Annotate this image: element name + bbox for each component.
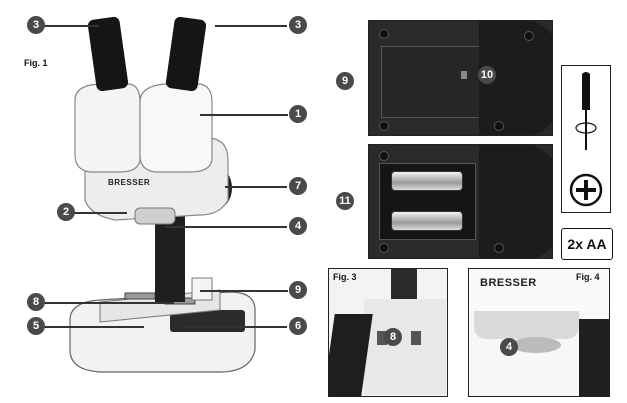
battery-icon [391, 211, 463, 231]
screw-icon [379, 29, 389, 39]
battery-compartment-photo [368, 144, 553, 259]
pillar [579, 319, 609, 396]
lamp-housing [474, 311, 579, 339]
leader-line [72, 212, 127, 214]
battery-type-box: 2x AA [561, 228, 613, 260]
leader-line [200, 290, 288, 292]
callout-head: 2 [57, 203, 75, 221]
callout-stage: 9 [289, 281, 307, 299]
fig1-brand: BRESSER [108, 178, 151, 187]
leader-line [215, 25, 287, 27]
screw-icon [379, 121, 389, 131]
microscope-illustration [69, 16, 256, 373]
leader-line [44, 302, 174, 304]
callout-fig4-4: 4 [500, 338, 518, 356]
leader-line [44, 326, 144, 328]
phillips-screw-icon [569, 173, 603, 207]
callout-lower-light: 6 [289, 317, 307, 335]
callout-fig3-8: 8 [384, 328, 402, 346]
pillar [391, 269, 417, 304]
fig4-label: Fig. 4 [576, 272, 600, 282]
head-body [469, 269, 609, 311]
fig4-panel [468, 268, 610, 397]
screw-icon [494, 121, 504, 131]
screwdriver-box [561, 65, 611, 213]
callout-body: 1 [289, 105, 307, 123]
screw-icon [494, 243, 504, 253]
lamp [511, 337, 561, 353]
callout-upper-light: 4 [289, 217, 307, 235]
battery-cover-photo [368, 20, 553, 136]
leader-line [185, 326, 287, 328]
screwdriver-icon [575, 72, 597, 150]
callout-panel-9: 9 [336, 72, 354, 90]
fig1-label: Fig. 1 [24, 58, 48, 68]
clip [377, 331, 387, 345]
callout-eyepiece-right: 3 [289, 16, 307, 34]
callout-panel-11: 11 [336, 192, 354, 210]
callout-clips: 8 [27, 293, 45, 311]
fig4-brand: BRESSER [480, 277, 537, 289]
cover-plate [381, 46, 483, 118]
callout-panel-10: 10 [478, 66, 496, 84]
screw-icon [379, 243, 389, 253]
clip [411, 331, 421, 345]
right-lobe [479, 145, 552, 258]
leader-line [225, 186, 287, 188]
leader-line [200, 114, 288, 116]
screw-icon [379, 151, 389, 161]
leader-line [165, 226, 287, 228]
switch [461, 71, 467, 79]
callout-base: 5 [27, 317, 45, 335]
leader-line [44, 25, 99, 27]
callout-eyepiece-left: 3 [27, 16, 45, 34]
fig3-label: Fig. 3 [333, 272, 357, 282]
stage-plate [364, 299, 446, 395]
screw-icon [524, 31, 534, 41]
callout-focus-knob: 7 [289, 177, 307, 195]
battery-icon [391, 171, 463, 191]
